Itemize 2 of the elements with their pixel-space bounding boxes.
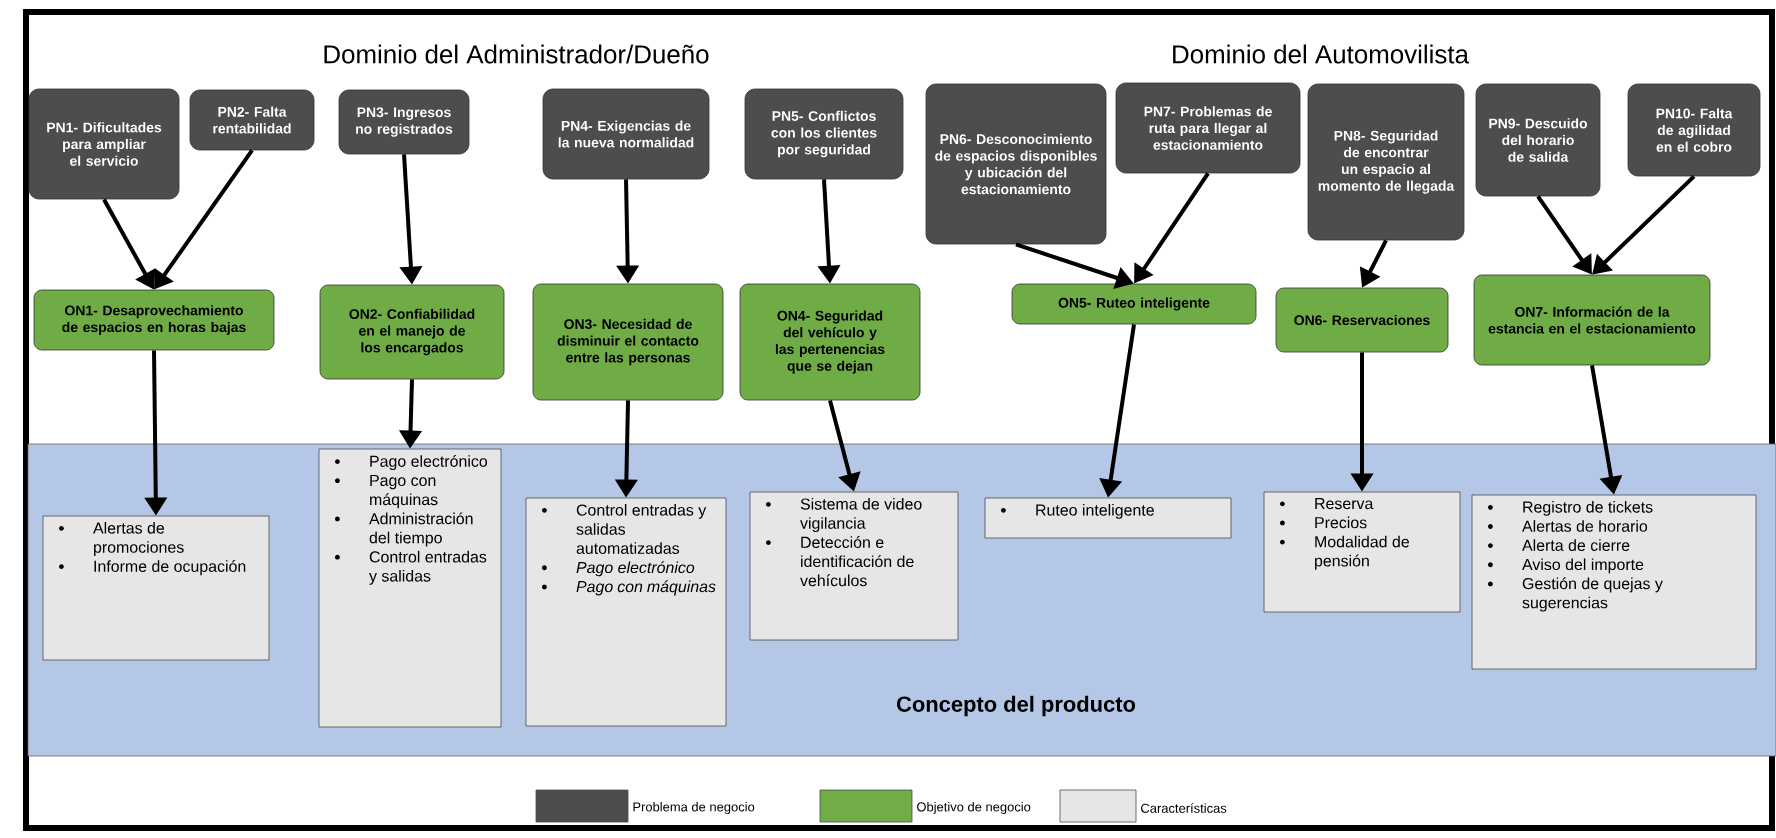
- domain-heading: Dominio del Administrador/Dueño: [324, 44, 709, 64]
- domain-heading: Dominio del Automovilista: [1173, 44, 1469, 64]
